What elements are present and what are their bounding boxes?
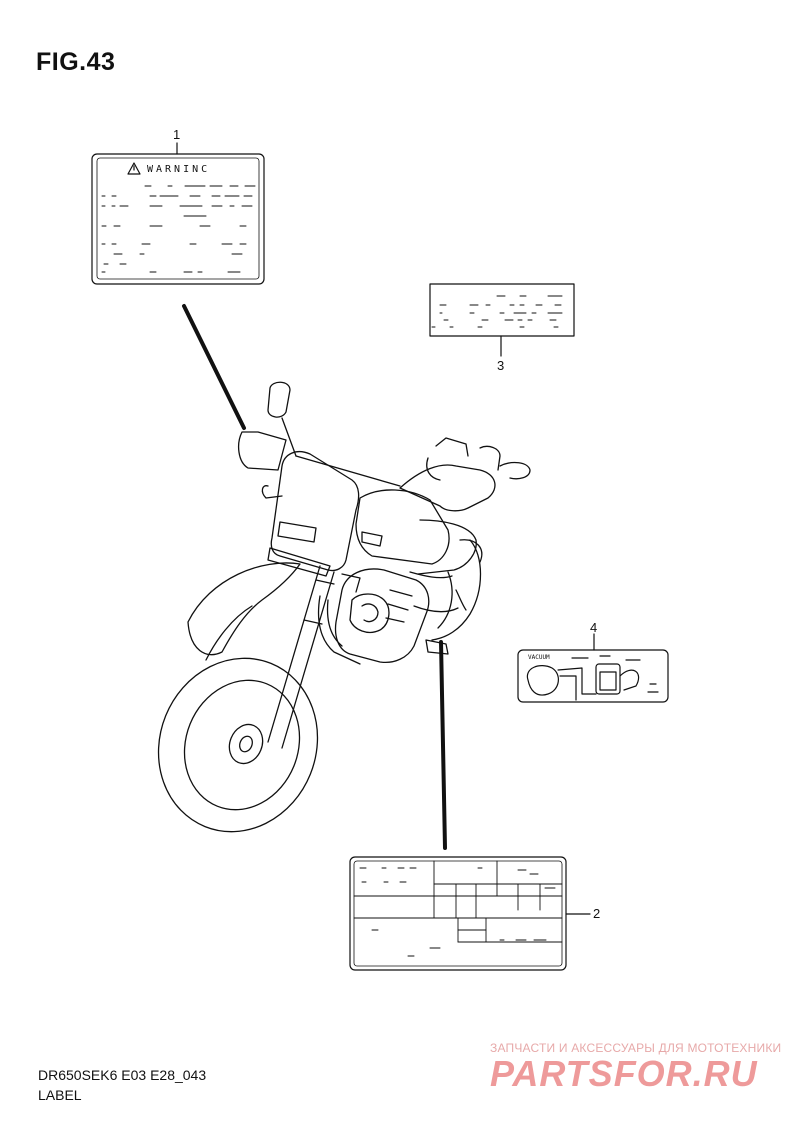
section-name: LABEL (38, 1087, 82, 1103)
label-2-text-lines (359, 867, 556, 957)
callout-3: 3 (497, 358, 505, 373)
callout-4: 4 (590, 620, 598, 635)
warning-label-text-lines (101, 185, 256, 273)
warning-label-heading: WARNINC (147, 164, 210, 175)
motorcycle-drawing (157, 381, 531, 833)
warning-label-1[interactable]: WARNINC (91, 153, 265, 285)
label-2-table-grid (353, 860, 563, 943)
label-3-text-lines (431, 295, 563, 328)
vacuum-label-heading: VACUUM (528, 654, 550, 661)
callout-1: 1 (173, 127, 181, 142)
warning-triangle-icon (127, 162, 141, 175)
watermark-tagline: ЗАПЧАСТИ И АКСЕССУАРЫ ДЛЯ МОТОТЕХНИКИ (490, 1041, 782, 1055)
figure-title: FIG.43 (36, 48, 116, 76)
watermark-logo: PARTSFOR.RU (490, 1053, 758, 1094)
model-code: DR650SEK6 E03 E28_043 (38, 1067, 207, 1083)
label-3[interactable] (429, 283, 575, 337)
vacuum-label-4[interactable]: VACUUM (517, 649, 669, 703)
info-label-2[interactable] (349, 856, 567, 971)
pointer-line-2 (439, 640, 447, 850)
vacuum-hose-diagram (526, 655, 659, 701)
pointer-line-1 (182, 304, 246, 430)
callout-2: 2 (593, 906, 601, 921)
